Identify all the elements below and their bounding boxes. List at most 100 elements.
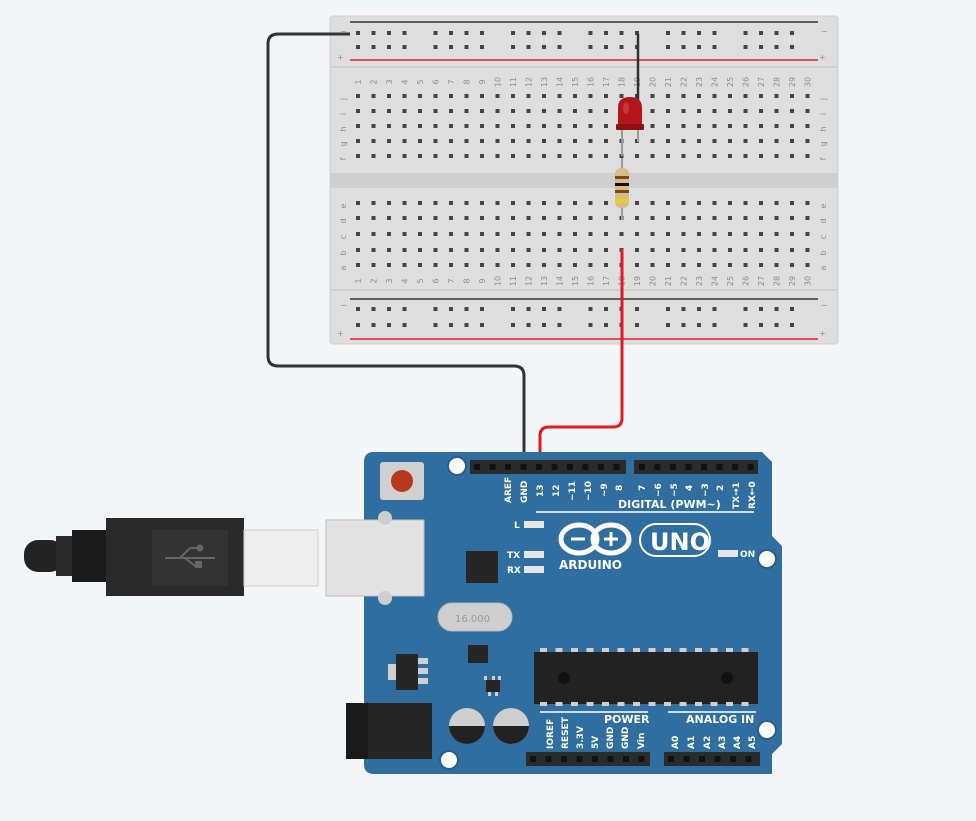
breadboard-hole[interactable] bbox=[511, 139, 515, 143]
breadboard-hole[interactable] bbox=[542, 139, 546, 143]
breadboard-hole[interactable] bbox=[371, 45, 376, 49]
breadboard-hole[interactable] bbox=[790, 31, 794, 35]
header-pin[interactable] bbox=[714, 756, 721, 762]
breadboard-hole[interactable] bbox=[542, 154, 546, 158]
breadboard-hole[interactable] bbox=[557, 45, 562, 49]
breadboard-hole[interactable] bbox=[743, 263, 748, 267]
breadboard-hole[interactable] bbox=[495, 201, 500, 205]
dc-power-jack[interactable] bbox=[346, 703, 432, 759]
breadboard-hole[interactable] bbox=[542, 263, 546, 267]
header-pin[interactable] bbox=[536, 464, 542, 470]
breadboard-hole[interactable] bbox=[387, 232, 391, 236]
breadboard-hole[interactable] bbox=[588, 263, 593, 267]
breadboard-hole[interactable] bbox=[542, 307, 546, 311]
breadboard-hole[interactable] bbox=[790, 45, 794, 49]
breadboard-hole[interactable] bbox=[449, 139, 453, 143]
breadboard-hole[interactable] bbox=[743, 307, 748, 311]
breadboard-hole[interactable] bbox=[759, 109, 763, 113]
breadboard-hole[interactable] bbox=[790, 154, 794, 158]
breadboard-hole[interactable] bbox=[759, 124, 763, 128]
breadboard-hole[interactable] bbox=[511, 216, 515, 220]
breadboard-hole[interactable] bbox=[743, 139, 748, 143]
breadboard-hole[interactable] bbox=[743, 109, 748, 113]
breadboard-hole[interactable] bbox=[697, 201, 701, 205]
breadboard-hole[interactable] bbox=[588, 94, 593, 98]
breadboard-hole[interactable] bbox=[464, 139, 469, 143]
breadboard-hole[interactable] bbox=[526, 248, 531, 252]
breadboard-hole[interactable] bbox=[759, 154, 763, 158]
breadboard-hole[interactable] bbox=[480, 232, 484, 236]
breadboard-hole[interactable] bbox=[387, 45, 391, 49]
breadboard-hole[interactable] bbox=[666, 45, 670, 49]
breadboard-hole[interactable] bbox=[774, 124, 779, 128]
breadboard-hole[interactable] bbox=[588, 248, 593, 252]
header-pin[interactable] bbox=[576, 756, 583, 762]
breadboard-hole[interactable] bbox=[805, 248, 810, 252]
breadboard-hole[interactable] bbox=[697, 263, 701, 267]
breadboard-hole[interactable] bbox=[573, 248, 577, 252]
breadboard-hole[interactable] bbox=[681, 232, 686, 236]
breadboard-hole[interactable] bbox=[433, 201, 438, 205]
breadboard-hole[interactable] bbox=[371, 216, 376, 220]
breadboard-hole[interactable] bbox=[681, 139, 686, 143]
breadboard-hole[interactable] bbox=[480, 139, 484, 143]
breadboard-hole[interactable] bbox=[371, 154, 376, 158]
breadboard-hole[interactable] bbox=[790, 307, 794, 311]
breadboard-hole[interactable] bbox=[542, 124, 546, 128]
breadboard-hole[interactable] bbox=[480, 307, 484, 311]
breadboard-hole[interactable] bbox=[728, 109, 732, 113]
breadboard-hole[interactable] bbox=[433, 45, 438, 49]
breadboard-hole[interactable] bbox=[619, 232, 624, 236]
breadboard-hole[interactable] bbox=[356, 263, 360, 267]
breadboard-hole[interactable] bbox=[356, 94, 360, 98]
breadboard-hole[interactable] bbox=[480, 323, 484, 327]
breadboard-hole[interactable] bbox=[542, 31, 546, 35]
breadboard-hole[interactable] bbox=[480, 31, 484, 35]
breadboard-hole[interactable] bbox=[681, 248, 686, 252]
breadboard-hole[interactable] bbox=[588, 45, 593, 49]
breadboard-hole[interactable] bbox=[402, 232, 407, 236]
breadboard-hole[interactable] bbox=[356, 109, 360, 113]
header-pin[interactable] bbox=[654, 464, 661, 470]
breadboard-hole[interactable] bbox=[790, 248, 794, 252]
breadboard-hole[interactable] bbox=[588, 216, 593, 220]
breadboard-hole[interactable] bbox=[356, 139, 360, 143]
breadboard-hole[interactable] bbox=[511, 307, 515, 311]
breadboard-hole[interactable] bbox=[464, 31, 469, 35]
breadboard-hole[interactable] bbox=[495, 139, 500, 143]
breadboard-hole[interactable] bbox=[464, 232, 469, 236]
breadboard-hole[interactable] bbox=[387, 307, 391, 311]
breadboard-hole[interactable] bbox=[681, 323, 686, 327]
breadboard-hole[interactable] bbox=[604, 94, 608, 98]
breadboard-hole[interactable] bbox=[480, 94, 484, 98]
breadboard-hole[interactable] bbox=[557, 109, 562, 113]
breadboard-hole[interactable] bbox=[433, 307, 438, 311]
breadboard-hole[interactable] bbox=[666, 139, 670, 143]
breadboard-hole[interactable] bbox=[681, 216, 686, 220]
header-pin[interactable] bbox=[567, 464, 573, 470]
breadboard-hole[interactable] bbox=[790, 216, 794, 220]
breadboard-hole[interactable] bbox=[697, 232, 701, 236]
breadboard-hole[interactable] bbox=[619, 94, 624, 98]
breadboard-hole[interactable] bbox=[805, 124, 810, 128]
breadboard-hole[interactable] bbox=[650, 263, 655, 267]
breadboard-hole[interactable] bbox=[433, 216, 438, 220]
breadboard-hole[interactable] bbox=[681, 31, 686, 35]
breadboard-hole[interactable] bbox=[697, 45, 701, 49]
breadboard-hole[interactable] bbox=[790, 139, 794, 143]
breadboard-hole[interactable] bbox=[774, 109, 779, 113]
header-pin[interactable] bbox=[701, 464, 707, 470]
breadboard-hole[interactable] bbox=[666, 232, 670, 236]
breadboard-hole[interactable] bbox=[790, 323, 794, 327]
breadboard-hole[interactable] bbox=[743, 124, 748, 128]
wire-red[interactable] bbox=[538, 249, 624, 464]
breadboard-hole[interactable] bbox=[666, 94, 670, 98]
breadboard-hole[interactable] bbox=[759, 216, 763, 220]
breadboard-hole[interactable] bbox=[557, 201, 562, 205]
breadboard-hole[interactable] bbox=[588, 232, 593, 236]
breadboard-hole[interactable] bbox=[387, 139, 391, 143]
breadboard-hole[interactable] bbox=[681, 45, 686, 49]
breadboard-hole[interactable] bbox=[743, 232, 748, 236]
breadboard-hole[interactable] bbox=[418, 139, 422, 143]
breadboard-hole[interactable] bbox=[557, 248, 562, 252]
